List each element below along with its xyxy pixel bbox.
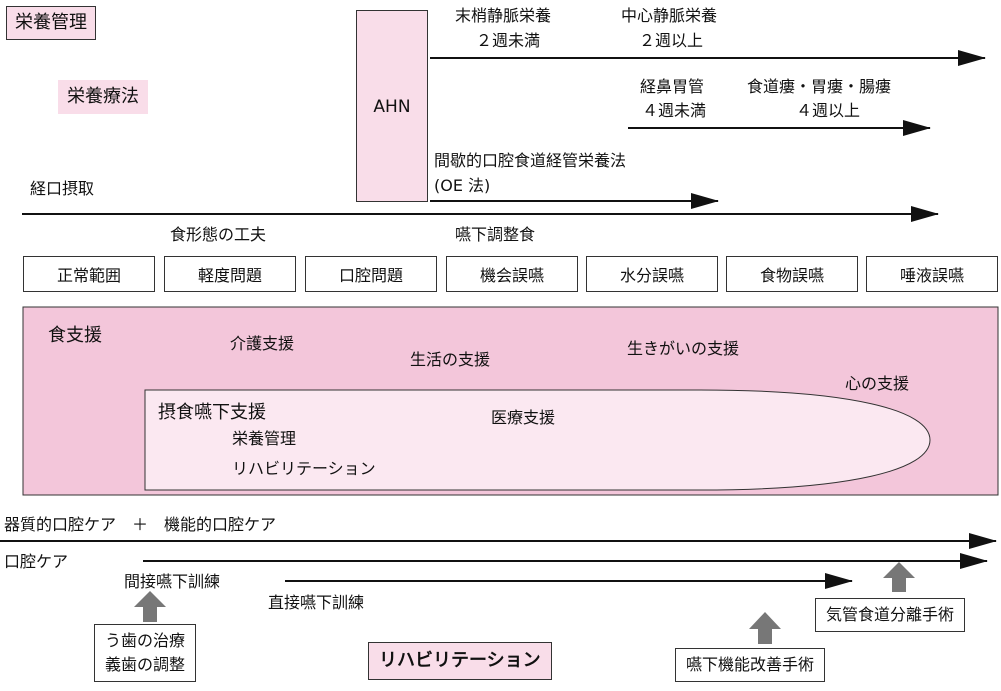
category-water-aspiration: 水分誤嚥 — [586, 256, 718, 292]
rehab-inner: リハビリテーション — [232, 459, 376, 478]
ppn-label-2: ２週未満 — [476, 31, 541, 50]
ppn-label-1: 末梢静脈栄養 — [455, 6, 552, 25]
category-saliva-aspiration: 唾液誤嚥 — [866, 256, 998, 292]
separation-surgery-up-arrow — [883, 562, 915, 592]
oral-care-label: 口腔ケア — [4, 552, 69, 571]
oe-label-2: (OE 法) — [434, 176, 491, 195]
oral-intake-label: 経口摂取 — [30, 179, 95, 198]
direct-training-label: 直接嚥下訓練 — [268, 593, 365, 612]
nutrition-therapy-title: 栄養療法 — [58, 80, 148, 114]
life-support: 生活の支援 — [410, 350, 491, 369]
category-mild: 軽度問題 — [164, 256, 296, 292]
separation-surgery-box: 気管食道分離手術 — [815, 598, 966, 632]
ng-label-1: 経鼻胃管 — [640, 77, 705, 96]
rehab-title-box: リハビリテーション — [368, 642, 552, 680]
ikigai-support: 生きがいの支援 — [627, 339, 740, 358]
category-food-aspiration: 食物誤嚥 — [726, 256, 858, 292]
swallow-surgery-box: 嚥下機能改善手術 — [675, 648, 826, 682]
tpn-label-1: 中心静脈栄養 — [621, 6, 718, 25]
category-oral: 口腔問題 — [305, 256, 437, 292]
dental-up-arrow — [134, 591, 166, 622]
food-form-label: 食形態の工夫 — [170, 225, 267, 244]
dental-treatment-box: う歯の治療 義歯の調整 — [94, 624, 197, 682]
dental-line-2: 義歯の調整 — [105, 655, 186, 674]
ahn-box: AHN — [356, 10, 428, 202]
support-title: 食支援 — [48, 325, 102, 346]
category-normal: 正常範囲 — [23, 256, 155, 292]
intake-support-title: 摂食嚥下支援 — [158, 402, 266, 423]
dental-line-1: う歯の治療 — [105, 631, 186, 650]
swallow-surgery-up-arrow — [749, 612, 781, 644]
indirect-training-label: 間接嚥下訓練 — [124, 572, 221, 591]
nutrition-mgmt-title: 栄養管理 — [6, 6, 96, 40]
oral-care-combined-label: 器質的口腔ケア ＋ 機能的口腔ケア — [4, 515, 277, 534]
care-support: 介護支援 — [230, 334, 295, 353]
oe-label-1: 間歇的口腔食道経管栄養法 — [434, 151, 627, 170]
ahn-label: AHN — [373, 97, 411, 117]
category-occasional-aspiration: 機会誤嚥 — [446, 256, 578, 292]
stoma-label-1: 食道瘻・胃瘻・腸瘻 — [747, 77, 892, 96]
tpn-label-2: ２週以上 — [639, 31, 704, 50]
heart-support: 心の支援 — [845, 374, 910, 393]
dysphagia-diet-label: 嚥下調整食 — [455, 225, 536, 244]
ng-label-2: ４週未満 — [642, 101, 707, 120]
stoma-label-2: ４週以上 — [796, 101, 861, 120]
medical-support: 医療支援 — [491, 408, 556, 427]
nutrition-mgmt-inner: 栄養管理 — [232, 429, 297, 448]
intake-support-ellipse — [144, 389, 931, 491]
